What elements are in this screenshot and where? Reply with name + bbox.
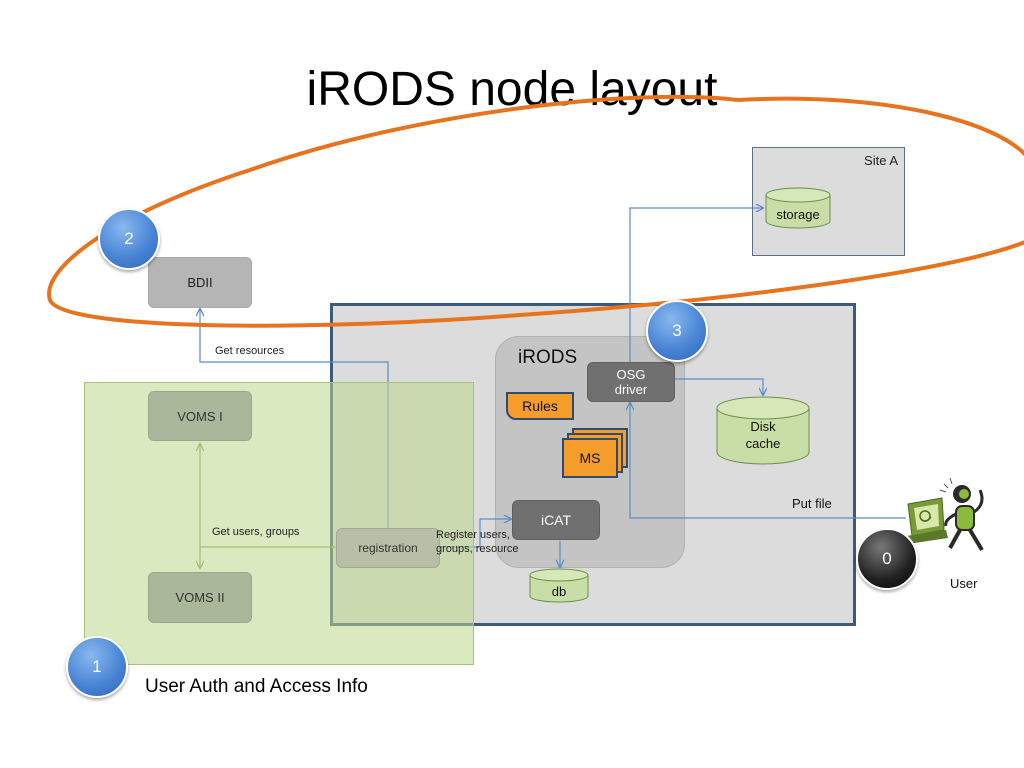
db-label: db: [551, 584, 567, 599]
badge-0: 0: [856, 528, 918, 590]
bdii-box: BDII: [148, 257, 252, 308]
bdii-label: BDII: [187, 275, 213, 290]
get-resources-label: Get resources: [215, 345, 285, 357]
registration-box: registration: [336, 528, 440, 568]
db-cylinder-icon: [529, 568, 589, 603]
user-auth-panel: [84, 382, 474, 665]
storage-cylinder-icon: [765, 187, 831, 229]
voms-ii-box: VOMS II: [148, 572, 252, 623]
page-title: iRODS node layout: [306, 63, 718, 116]
badge-3: 3: [646, 300, 708, 362]
voms-i-box: VOMS I: [148, 391, 252, 441]
get-users-groups-label: Get users, groups: [212, 526, 300, 538]
user-auth-label: User Auth and Access Info: [145, 676, 368, 697]
irods-label: iRODS: [518, 347, 578, 368]
ms-label: MS: [579, 450, 601, 466]
badge-1: 1: [66, 636, 128, 698]
disk-cache-text: Disk cache: [745, 419, 781, 451]
highlight-ellipse-top: [737, 96, 1024, 157]
osg-storage-arrow: [629, 208, 763, 363]
put-file-label: Put file: [792, 496, 832, 511]
osg-disk-arrow: [675, 378, 763, 395]
icat-box: iCAT: [512, 500, 600, 540]
site-a-label: Site A: [864, 153, 898, 168]
rules-label: Rules: [522, 398, 558, 414]
osg-driver-box: OSG driver: [587, 362, 675, 402]
rules-box: Rules: [506, 392, 574, 420]
highlight-ellipse: [47, 94, 1024, 328]
voms-ii-label: VOMS II: [175, 590, 225, 605]
osg-driver-label: OSG driver: [614, 367, 648, 397]
put-file-arrow: [630, 403, 906, 519]
disk-cache-label: Disk cache: [716, 418, 810, 452]
ms-box: MS: [562, 438, 618, 478]
user-label: User: [950, 576, 978, 591]
disk-cache-cylinder-icon: [716, 396, 810, 465]
user-computer-icon: [906, 477, 984, 552]
storage-label: storage: [776, 207, 820, 222]
register-label: Register users, groups, resource: [436, 529, 519, 555]
voms-i-label: VOMS I: [177, 408, 223, 424]
icat-label: iCAT: [540, 512, 572, 528]
registration-label: registration: [358, 541, 418, 555]
badge-2: 2: [98, 208, 160, 270]
